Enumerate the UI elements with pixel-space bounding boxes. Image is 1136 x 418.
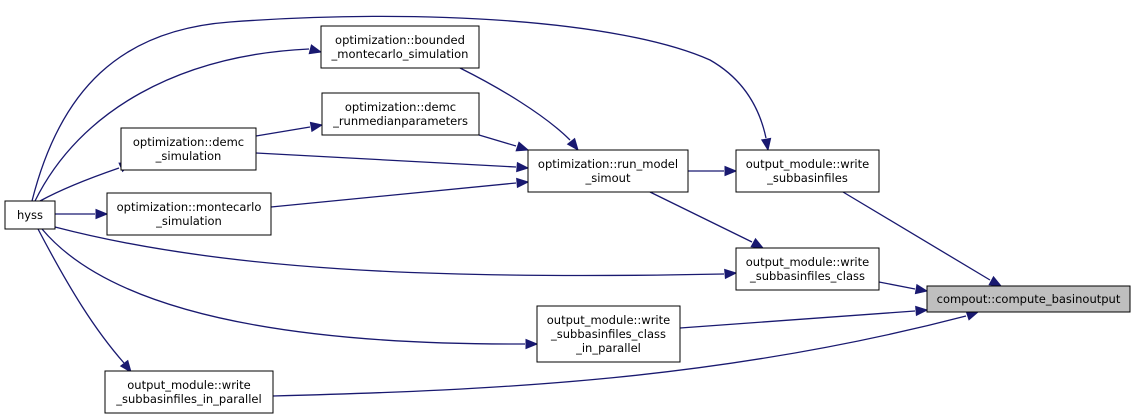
arrowhead-icon: [914, 283, 929, 295]
edge-run_model-to-write_sub: [688, 165, 738, 177]
edge-run_model-to-write_class: [649, 191, 765, 249]
arrowhead-icon: [724, 268, 738, 280]
node-label-line: _subbasinfiles: [766, 171, 848, 185]
edge-demc_sim-to-demc_run: [255, 121, 324, 137]
node-label-line: _montecarlo_simulation: [331, 47, 469, 61]
arrowhead-icon: [308, 44, 323, 55]
graph-edges: [31, 15, 1003, 397]
node-mc-sim[interactable]: optimization::montecarlo_simulation: [106, 192, 272, 236]
node-label-line: _subbasinfiles_class: [550, 327, 666, 341]
edge-line: [255, 126, 311, 137]
edge-write_class-to-compute: [878, 281, 929, 295]
node-label-line: _simulation: [155, 214, 222, 228]
node-demc-sim[interactable]: optimization::demc_simulation: [120, 127, 257, 171]
node-label-line: hyss: [17, 208, 43, 222]
node-box: [926, 285, 1131, 313]
edge-demc_sim-to-run_model: [255, 152, 530, 173]
arrowhead-icon: [566, 137, 579, 152]
node-label-line: output_module::write: [746, 255, 869, 269]
edge-line: [270, 182, 517, 208]
node-label-line: _simulation: [155, 149, 222, 163]
edge-line: [649, 191, 753, 243]
edge-line: [34, 48, 310, 202]
node-box: [321, 92, 480, 136]
arrowhead-icon: [95, 208, 109, 220]
node-box: [320, 25, 480, 69]
node-label-line: optimization::demc: [345, 100, 456, 114]
edge-hyss-to-mc_sim: [55, 208, 109, 220]
node-write-class[interactable]: output_module::write_subbasinfiles_class: [735, 247, 880, 291]
arrowhead-icon: [309, 121, 324, 133]
node-label-line: output_module::write: [547, 313, 670, 327]
arrowhead-icon: [915, 305, 929, 317]
node-box: [735, 247, 880, 291]
edge-hyss-to-write_sub: [31, 15, 772, 202]
node-demc-run[interactable]: optimization::demc_runmedianparameters: [321, 92, 480, 136]
arrowhead-icon: [760, 137, 772, 152]
edge-line: [842, 191, 991, 281]
node-label-line: output_module::write: [127, 378, 250, 392]
node-box: [4, 200, 56, 230]
node-label-line: optimization::bounded: [335, 33, 465, 47]
edge-write_class_par-to-compute: [679, 305, 929, 329]
node-box: [106, 192, 272, 236]
edge-hyss-to-write_class_par: [41, 228, 539, 350]
edge-line: [54, 226, 725, 277]
arrowhead-icon: [525, 338, 539, 350]
node-label-line: output_module::write: [746, 157, 869, 171]
edge-mc_sim-to-run_model: [270, 177, 530, 208]
arrowhead-icon: [516, 177, 530, 189]
node-label-line: optimization::montecarlo: [117, 200, 262, 214]
graph-nodes: hyss optimization::bounded_montecarlo_sim…: [4, 25, 1131, 414]
node-label-line: _subbasinfiles_in_parallel: [115, 392, 261, 406]
edge-line: [679, 310, 916, 329]
node-run-model[interactable]: optimization::run_model_simout: [527, 149, 689, 193]
node-label-line: _subbasinfiles_class: [749, 269, 865, 283]
edge-line: [878, 281, 916, 290]
node-box: [536, 305, 681, 363]
node-write-par[interactable]: output_module::write_subbasinfiles_in_pa…: [104, 370, 274, 414]
node-write-class-par[interactable]: output_module::write_subbasinfiles_class…: [536, 305, 681, 363]
arrowhead-icon: [516, 161, 530, 173]
edge-line: [31, 15, 767, 202]
node-box: [104, 370, 274, 414]
arrowhead-icon: [724, 165, 738, 177]
node-box: [735, 149, 880, 193]
node-label-line: optimization::demc: [133, 135, 244, 149]
arrowhead-icon: [515, 141, 530, 152]
node-label-line: _in_parallel: [575, 341, 641, 355]
edge-line: [272, 315, 967, 397]
edge-line: [39, 167, 120, 202]
edge-line: [255, 152, 517, 168]
edge-hyss-to-write_class: [54, 226, 738, 280]
node-box: [527, 149, 689, 193]
node-hyss[interactable]: hyss: [4, 200, 56, 230]
edge-line: [478, 134, 517, 147]
node-label-line: optimization::run_model: [538, 157, 678, 171]
edge-line: [37, 228, 125, 364]
edge-hyss-to-write_par: [37, 228, 132, 374]
node-bounded[interactable]: optimization::bounded_montecarlo_simulat…: [320, 25, 480, 69]
edge-demc_run-to-run_model: [478, 134, 530, 152]
edge-line: [41, 228, 526, 345]
edge-bounded-to-run_model: [459, 67, 579, 152]
edge-hyss-to-bounded: [34, 44, 323, 202]
node-label-line: compout::compute_basinoutput: [937, 292, 1121, 306]
node-write-sub[interactable]: output_module::write_subbasinfiles: [735, 149, 880, 193]
node-compute[interactable]: compout::compute_basinoutput: [926, 285, 1131, 313]
edge-write_sub-to-compute: [842, 191, 1003, 287]
node-box: [120, 127, 257, 171]
edge-line: [459, 67, 571, 141]
node-label-line: _simout: [585, 171, 631, 185]
arrowhead-icon: [988, 275, 1003, 287]
arrowhead-icon: [119, 359, 132, 374]
node-label-line: _runmedianparameters: [332, 114, 468, 128]
arrowhead-icon: [750, 237, 765, 249]
